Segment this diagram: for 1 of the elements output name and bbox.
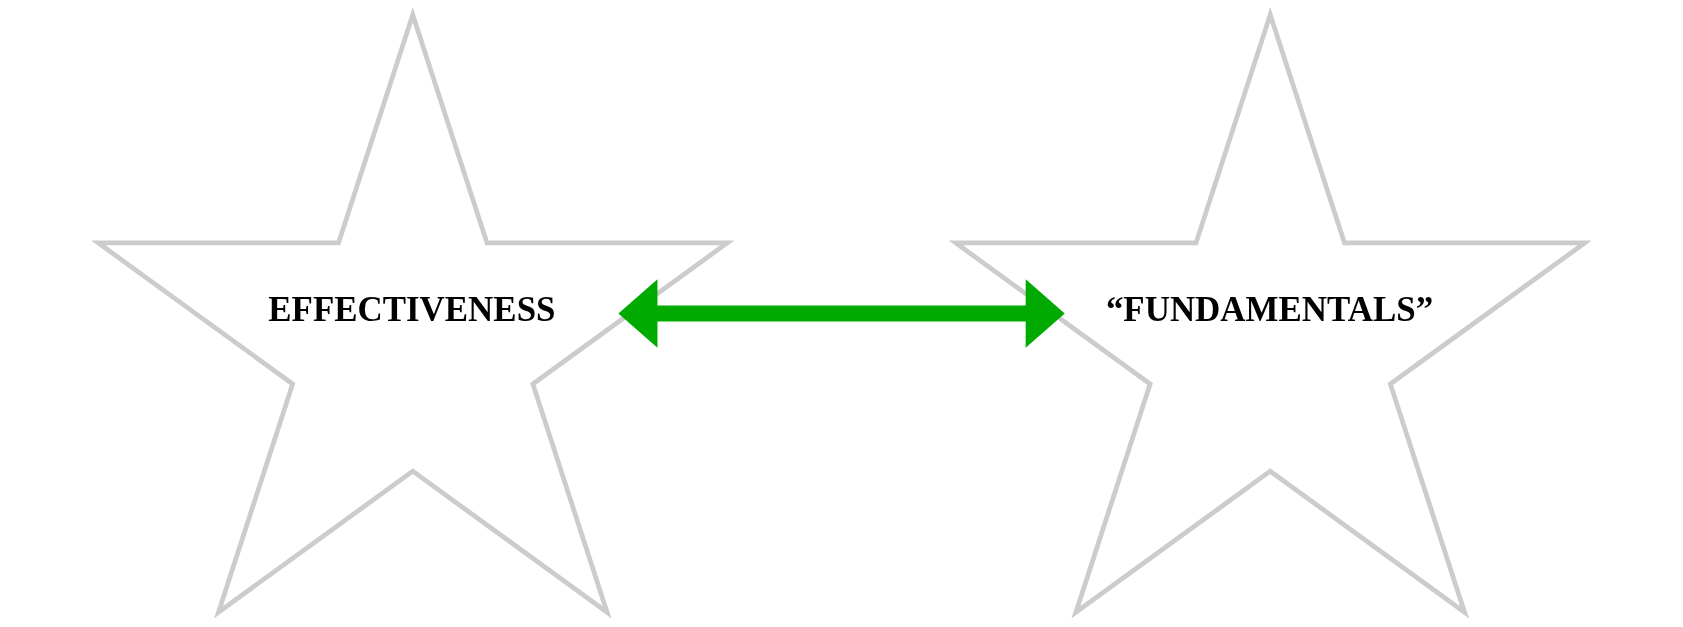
arrow (618, 279, 1065, 348)
